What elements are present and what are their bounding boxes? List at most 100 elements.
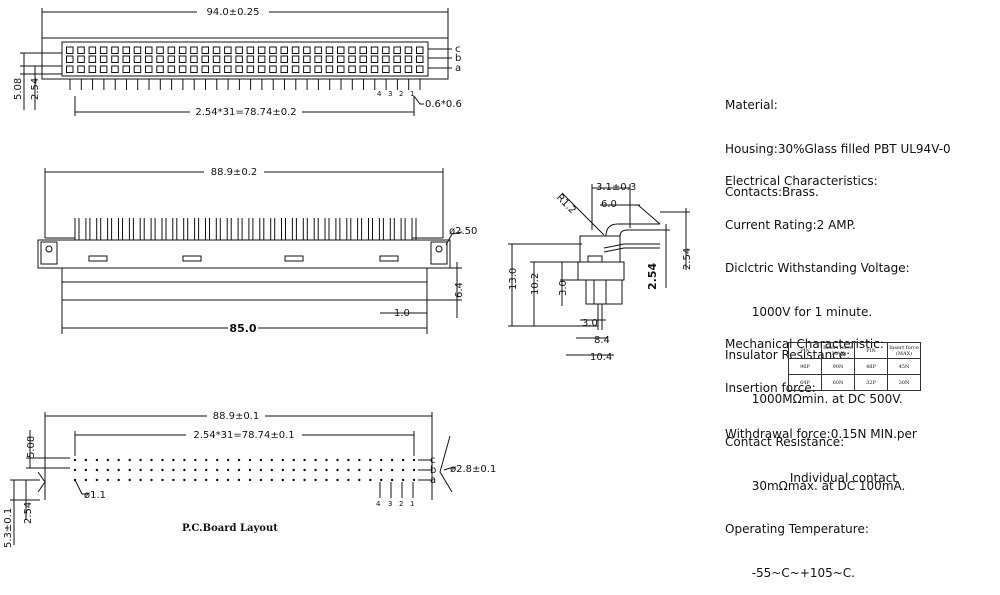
pcb-hole: [347, 458, 350, 462]
pin-square: [303, 65, 311, 73]
front-offset: 1.0: [394, 308, 410, 319]
pcb-hole: [237, 458, 241, 462]
pin-square: [99, 46, 108, 54]
front-view: 88.9±0.2 ø2.50 6.4 85.0 1.0: [37, 166, 477, 335]
pcb-hole-small: ø1.1: [84, 490, 106, 501]
pin-square: [246, 46, 255, 54]
pcb-pin-number-1: 1: [410, 500, 414, 508]
pin-square: [269, 65, 277, 73]
dielectric-value: 1000V for 1 minute.: [725, 304, 873, 319]
pin-square: [88, 65, 97, 73]
pcb-hole: [248, 458, 252, 462]
pin-square: [167, 55, 176, 63]
pcb-row-label-c: c: [430, 455, 436, 466]
pin-square: [66, 65, 74, 73]
pcb-hole: [325, 458, 328, 462]
top-pin-number-1: 1: [410, 90, 414, 98]
pin-square: [416, 65, 424, 73]
pcb-hole: [106, 458, 110, 462]
pcb-hole: [172, 478, 175, 482]
pin-square: [201, 65, 209, 73]
pin-square: [133, 46, 142, 54]
top-row-label-c: c: [455, 44, 461, 55]
pin-square: [111, 65, 119, 73]
pcb-hole: [347, 478, 350, 482]
pin-square: [325, 55, 334, 63]
pcb-hole: [216, 458, 219, 462]
pin-square: [122, 65, 130, 73]
pcb-width: 88.9±0.1: [213, 411, 260, 422]
pcb-hole: [73, 458, 77, 462]
pin-square: [370, 55, 379, 63]
top-row-label-b: b: [455, 53, 461, 64]
withdrawal-line-1: Withdrawal force:0.15N MIN.per: [725, 427, 917, 441]
pcb-hole: [161, 468, 164, 472]
pcb-hole: [95, 468, 99, 472]
pin-square: [382, 65, 390, 73]
table-cell: 90N: [821, 358, 855, 375]
pcb-hole: [237, 478, 241, 482]
material-housing: Housing:30%Glass filled PBT UL94V-0: [725, 141, 951, 156]
pcb-hole-grid: [73, 458, 416, 482]
pin-square: [190, 46, 198, 54]
pcb-hole: [412, 478, 416, 482]
temperature-title: Operating Temperature:: [725, 522, 869, 536]
pcb-hole: [226, 458, 230, 462]
pin-square: [99, 55, 108, 63]
side-bottom-b: 8.4: [594, 335, 610, 346]
pcb-hole: [401, 478, 405, 482]
pcb-hole: [292, 458, 295, 462]
pcb-hole: [281, 458, 284, 462]
pcb-row-label-b: b: [430, 465, 436, 476]
top-view: 94.0±0.25 5.08 2.54 c b a 4 3 2 1 2.54*3…: [13, 6, 462, 118]
pin-square: [370, 65, 379, 73]
table-row: 64P 60N 32P 30N: [788, 374, 921, 391]
pin-square: [314, 46, 322, 54]
pin-square: [201, 55, 209, 63]
table-header-cell: PIN: [854, 342, 888, 359]
pin-square: [190, 55, 198, 63]
pcb-hole: [172, 468, 175, 472]
pin-square: [133, 55, 142, 63]
pcb-hole: [106, 478, 110, 482]
pcb-hole: [358, 468, 361, 472]
front-height: 6.4: [454, 282, 465, 298]
pcb-hole: [380, 458, 383, 462]
pin-square: [145, 65, 153, 73]
pin-square: [269, 46, 277, 54]
pin-square: [257, 65, 266, 73]
pcb-edge-offset: 5.3±0.1: [3, 508, 14, 548]
pin-square: [66, 55, 74, 63]
pcb-hole: [292, 478, 295, 482]
pin-square: [235, 55, 243, 63]
pin-square: [156, 65, 164, 73]
pcb-hole: [216, 478, 219, 482]
pin-square: [235, 65, 243, 73]
technical-drawing: 94.0±0.25 5.08 2.54 c b a 4 3 2 1 2.54*3…: [3, 6, 693, 548]
pcb-hole: [270, 478, 273, 482]
pin-square: [111, 55, 119, 63]
table-cell: 48P: [854, 358, 888, 375]
pcb-hole: [336, 478, 339, 482]
top-pin-number-3: 3: [388, 90, 392, 98]
pcb-hole: [401, 458, 405, 462]
front-hole: ø2.50: [449, 226, 477, 237]
pcb-row-height-b: 2.54: [23, 502, 34, 524]
pcb-hole: [390, 468, 394, 472]
insulator-value: 1000MΩmin. at DC 500V.: [725, 391, 903, 406]
table-header-row: PIN Insert force (MAX) PIN Insert force …: [788, 342, 921, 359]
pin-square: [224, 46, 232, 54]
pcb-hole: [270, 468, 273, 472]
pcb-hole: [325, 478, 328, 482]
pcb-hole: [139, 468, 142, 472]
table-cell: 64P: [788, 374, 822, 391]
pcb-hole: [347, 468, 350, 472]
pin-square: [325, 46, 334, 54]
pcb-pin-number-4: 4: [376, 500, 381, 508]
pin-square: [156, 55, 164, 63]
pcb-hole: [259, 478, 263, 482]
pcb-hole: [183, 468, 186, 472]
front-length: 85.0: [229, 322, 256, 335]
top-pin-legs: [69, 79, 421, 90]
pin-square: [111, 46, 119, 54]
